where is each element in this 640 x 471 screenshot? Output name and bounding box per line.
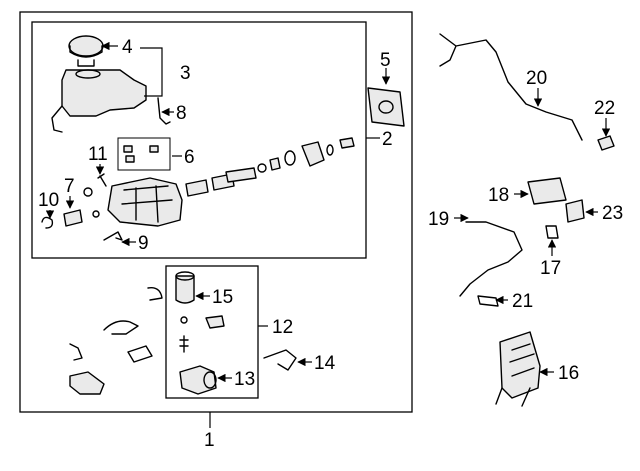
callout-6: 6 (184, 147, 195, 168)
o-ring[interactable] (180, 316, 188, 324)
callout-13: 13 (234, 369, 255, 390)
gasket-plate[interactable] (367, 87, 405, 127)
line-lower[interactable] (69, 343, 83, 361)
pump-reservoir-15[interactable] (175, 271, 195, 304)
ecu-16[interactable] (495, 331, 541, 407)
clip-17[interactable] (545, 225, 559, 239)
callout-15: 15 (212, 287, 233, 308)
callout-1: 1 (204, 430, 215, 451)
master-cylinder-subframe (31, 21, 367, 259)
callout-18: 18 (488, 185, 509, 206)
assembly-frame (19, 11, 413, 413)
callout-7: 7 (64, 176, 75, 197)
callout-11: 11 (88, 144, 108, 165)
bracket-8[interactable] (157, 97, 171, 125)
bracket-9[interactable] (103, 231, 123, 241)
callout-23: 23 (602, 203, 623, 224)
callout-3: 3 (180, 63, 191, 84)
bracket-lower-c[interactable] (69, 371, 105, 395)
bolt-pump[interactable] (179, 335, 189, 353)
wire-harness-19[interactable] (459, 221, 523, 297)
callout-2: 2 (382, 129, 393, 150)
ecu-connector-18[interactable] (527, 177, 567, 205)
piston-assembly[interactable] (185, 137, 355, 197)
callout-20: 20 (526, 68, 547, 89)
callout-10: 10 (38, 190, 59, 211)
pump-subframe (165, 265, 259, 399)
callout-12: 12 (272, 317, 293, 338)
relay-23[interactable] (565, 199, 585, 223)
callout-4: 4 (122, 37, 133, 58)
bracket-14[interactable] (263, 349, 297, 371)
clip-10[interactable] (41, 216, 54, 229)
reservoir-cap[interactable] (68, 35, 104, 67)
fitting-12[interactable] (205, 315, 225, 329)
grommets[interactable] (123, 145, 159, 163)
callout-17: 17 (540, 258, 561, 279)
callout-21: 21 (512, 291, 533, 312)
callout-9: 9 (138, 233, 149, 254)
grommet-group-box (117, 137, 171, 171)
bracket-lower-a[interactable] (103, 320, 139, 335)
pump-motor-13[interactable] (179, 365, 217, 395)
wire-harness-20[interactable] (439, 33, 583, 141)
reservoir-tank[interactable] (51, 69, 147, 133)
callout-19: 19 (428, 209, 449, 230)
bleeder-fitting[interactable] (63, 187, 100, 227)
bolt-11[interactable] (97, 173, 107, 187)
bracket-lower-b[interactable] (127, 345, 153, 363)
clip-21[interactable] (477, 295, 499, 307)
callout-5: 5 (380, 50, 391, 71)
leader-3 (140, 47, 163, 97)
clamp-left[interactable] (147, 287, 163, 301)
master-cylinder-body[interactable] (107, 177, 183, 227)
sensor-22[interactable] (597, 135, 615, 151)
callout-8: 8 (176, 103, 187, 124)
callout-22: 22 (594, 98, 615, 119)
callout-16: 16 (558, 363, 579, 384)
callout-14: 14 (314, 353, 336, 374)
